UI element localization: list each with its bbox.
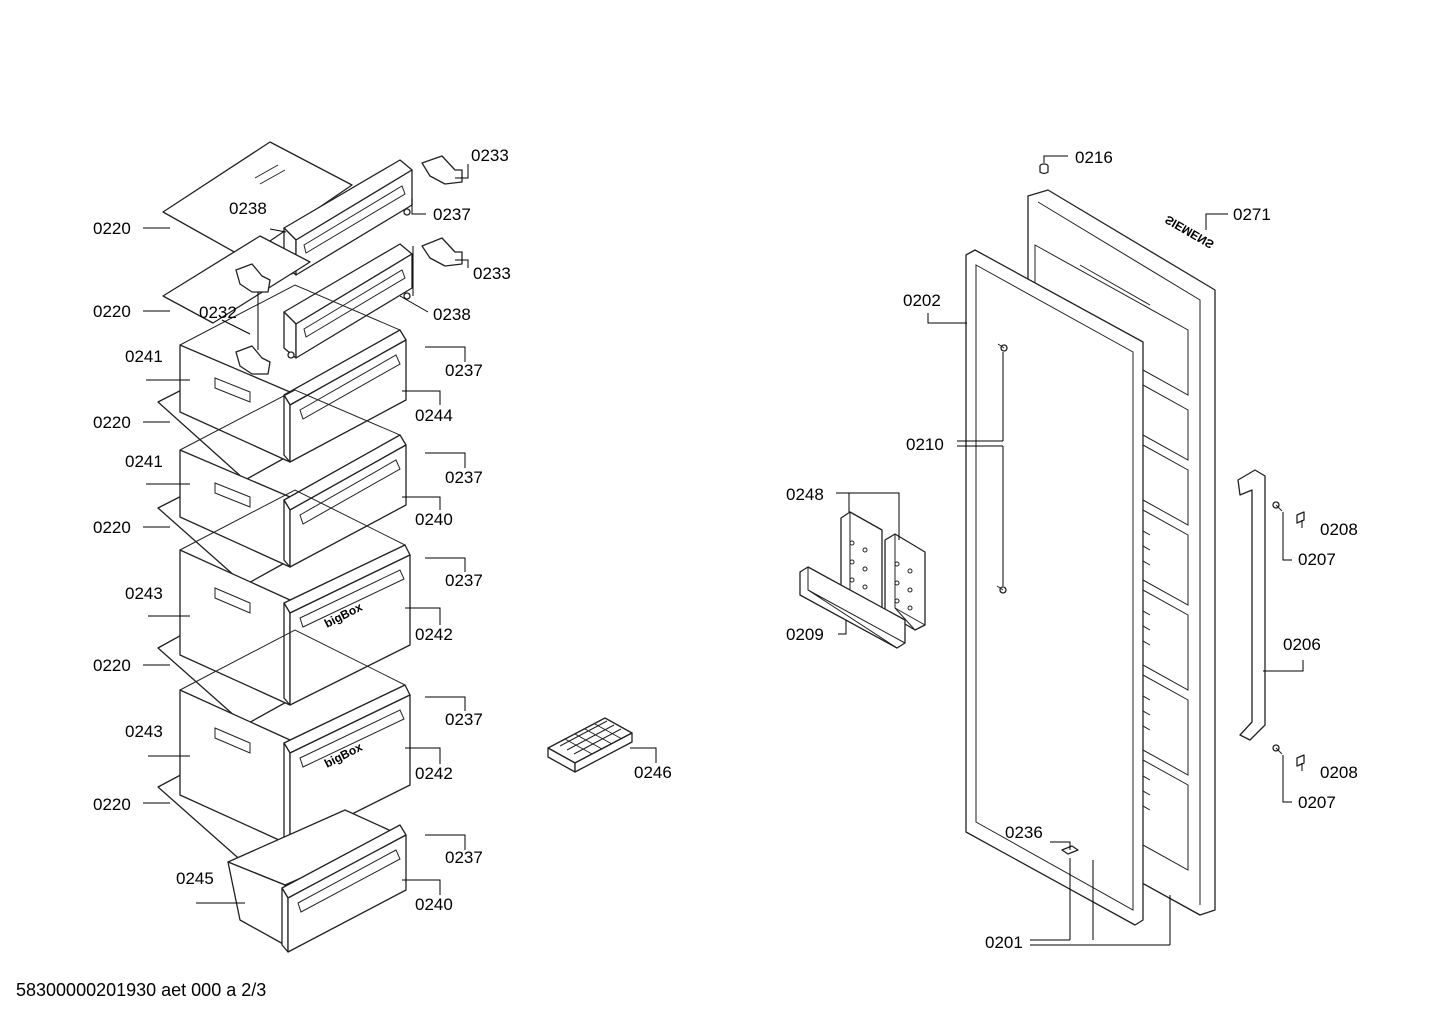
label-0237-5: 0237 [445, 710, 483, 729]
screw-lower [996, 585, 1007, 594]
label-0237-4: 0237 [445, 571, 483, 590]
hinge-clip-0232-lower [235, 345, 271, 375]
drawer-2 [157, 389, 407, 586]
drawer-3-bigbox: bigBox [157, 489, 411, 726]
label-0244: 0244 [415, 406, 453, 425]
label-0242-1: 0242 [415, 625, 453, 644]
handle-screw-lower [1272, 744, 1283, 755]
document-reference: 58300000201930 aet 000 a 2/3 [16, 980, 267, 1000]
hinge-clip-lower [421, 237, 463, 267]
label-0202: 0202 [903, 291, 941, 310]
drawer-4-bigbox: bigBox [157, 629, 411, 865]
label-0210: 0210 [906, 435, 944, 454]
label-0208-upper: 0208 [1320, 520, 1358, 539]
label-0238-lower: 0238 [433, 305, 471, 324]
label-0209: 0209 [786, 625, 824, 644]
label-0245: 0245 [176, 869, 214, 888]
hinge-clip-0232-upper [235, 263, 271, 293]
label-0240-2: 0240 [415, 895, 453, 914]
left-assembly: bigBox bigBox [143, 141, 657, 953]
label-0237-6: 0237 [445, 848, 483, 867]
label-0241-1: 0241 [125, 347, 163, 366]
right-assembly: SIEMENS [799, 155, 1305, 946]
glass-shelf-top [162, 141, 353, 259]
label-0243-1: 0243 [125, 584, 163, 603]
label-0232: 0232 [199, 303, 237, 322]
brand-logo-text: SIEMENS [1163, 212, 1217, 251]
label-0220-6: 0220 [93, 795, 131, 814]
cover-strip [799, 566, 906, 649]
label-0238-upper: 0238 [229, 199, 267, 218]
ice-cube-tray [547, 717, 633, 773]
label-0207-upper: 0207 [1298, 550, 1336, 569]
hinge-cap [1039, 163, 1049, 175]
label-0240-1: 0240 [415, 510, 453, 529]
door-handle [1237, 469, 1266, 741]
drawer-1 [157, 284, 407, 481]
drawer-bottom [227, 809, 407, 953]
label-0246: 0246 [634, 763, 672, 782]
label-0236: 0236 [1005, 823, 1043, 842]
hinge-clip-upper [421, 155, 463, 185]
label-0242-2: 0242 [415, 764, 453, 783]
label-0233-lower: 0233 [473, 264, 511, 283]
screw-upper [997, 343, 1008, 352]
label-0220-1: 0220 [93, 219, 131, 238]
label-0233-upper: 0233 [471, 146, 509, 165]
handle-cap-upper [1296, 511, 1305, 524]
part-labels: 0233 0220 0238 0237 0233 0220 0232 0238 … [93, 146, 1358, 952]
label-0271: 0271 [1233, 205, 1271, 224]
handle-screw-upper [1272, 501, 1283, 512]
label-0237-2: 0237 [445, 361, 483, 380]
label-0243-2: 0243 [125, 722, 163, 741]
label-0237-1: 0237 [433, 205, 471, 224]
label-0241-2: 0241 [125, 452, 163, 471]
label-0208-lower: 0208 [1320, 763, 1358, 782]
label-0237-3: 0237 [445, 468, 483, 487]
label-0220-5: 0220 [93, 656, 131, 675]
glass-shelf-2 [162, 235, 311, 324]
label-0220-2: 0220 [93, 302, 131, 321]
label-0248: 0248 [786, 485, 824, 504]
handle-cap-lower [1296, 754, 1305, 767]
freezer-flap-lower [283, 243, 413, 359]
door-gasket [965, 249, 1144, 926]
label-0216: 0216 [1075, 148, 1113, 167]
label-0220-3: 0220 [93, 413, 131, 432]
label-0207-lower: 0207 [1298, 793, 1336, 812]
label-0206: 0206 [1283, 635, 1321, 654]
label-0220-4: 0220 [93, 518, 131, 537]
label-0201: 0201 [985, 933, 1023, 952]
